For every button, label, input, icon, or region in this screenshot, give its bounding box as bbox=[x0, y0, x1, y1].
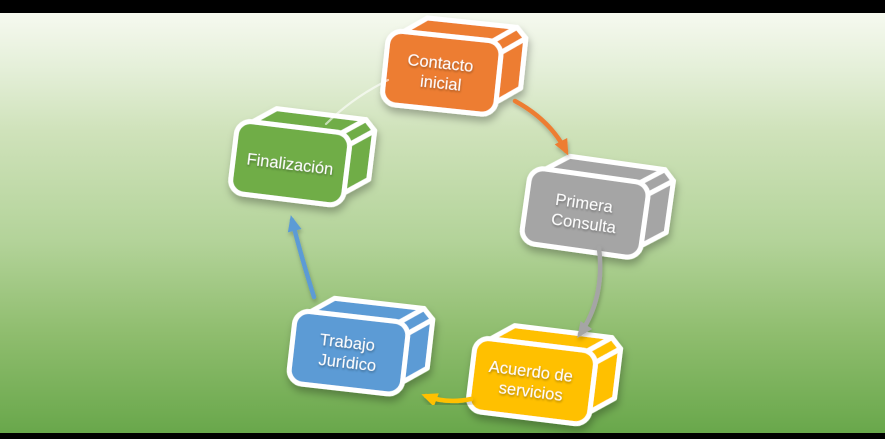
node-face-front bbox=[228, 119, 353, 208]
connector-primera-to-acuerdo[interactable] bbox=[577, 245, 603, 339]
connector-acuerdo-to-trabajo[interactable] bbox=[421, 393, 474, 407]
node-acuerdo-de-servicios[interactable]: Acuerdo de servicios bbox=[466, 321, 624, 428]
node-contacto-inicial[interactable]: Contacto inicial bbox=[380, 14, 529, 118]
letterbox-top bbox=[0, 0, 885, 13]
node-trabajo-juridico[interactable]: Trabajo Jurídico bbox=[286, 294, 436, 398]
connector-contacto-to-primera[interactable] bbox=[512, 98, 569, 156]
connector-trabajo-to-finalizacion[interactable] bbox=[287, 215, 317, 300]
node-face-front bbox=[286, 308, 411, 397]
connector-finalizacion-to-contacto[interactable] bbox=[324, 78, 390, 126]
node-finalizacion[interactable]: Finalización bbox=[228, 104, 378, 209]
node-face-front bbox=[466, 336, 598, 427]
node-label: Trabajo Jurídico bbox=[317, 331, 381, 376]
letterbox-bottom bbox=[0, 433, 885, 439]
node-face-front bbox=[519, 166, 651, 260]
node-face-front bbox=[380, 28, 504, 117]
node-primera-consulta[interactable]: Primera Consulta bbox=[519, 151, 676, 262]
